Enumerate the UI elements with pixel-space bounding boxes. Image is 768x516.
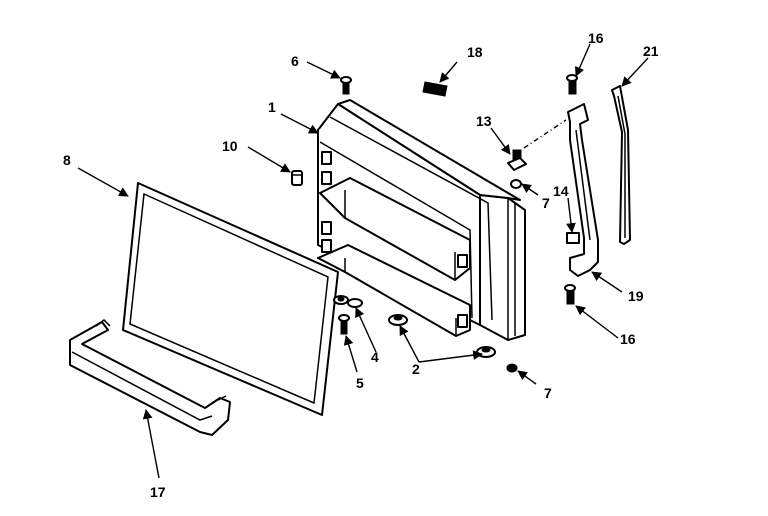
callout-6: 6: [291, 53, 299, 69]
callout-16-lower: 16: [620, 331, 636, 347]
callout-17: 17: [150, 484, 166, 500]
door-handle: [611, 85, 631, 245]
callout-8: 8: [63, 152, 71, 168]
callout-18: 18: [467, 44, 483, 60]
callout-16-upper: 16: [588, 30, 604, 46]
callout-1: 1: [268, 99, 276, 115]
hinge-pin: [507, 149, 527, 189]
callout-7-lower: 7: [544, 385, 552, 401]
callout-10: 10: [222, 138, 238, 154]
door-gasket: [122, 182, 339, 416]
door-stops: [388, 314, 496, 358]
hinge-bracket: [566, 103, 599, 277]
hinge-screw-top: [566, 74, 578, 95]
washer-screw: [333, 295, 363, 335]
door-shelf: [69, 319, 231, 436]
callout-13: 13: [476, 113, 492, 129]
callout-14: 14: [553, 183, 569, 199]
bottom-cap: [506, 363, 518, 373]
callout-19: 19: [628, 288, 644, 304]
callout-7-upper: 7: [542, 195, 550, 211]
callout-21: 21: [643, 43, 659, 59]
screw-top: [340, 76, 352, 95]
callout-2: 2: [412, 361, 420, 377]
callout-labels: 1 2 4 5 6 7 7 8 10 13 14 16 16 17 18 19 …: [63, 30, 659, 500]
leader-lines: [77, 43, 649, 479]
callout-5: 5: [356, 375, 364, 391]
door-panel: [317, 99, 526, 341]
callout-4: 4: [371, 349, 379, 365]
plug: [291, 170, 303, 186]
nameplate: [422, 81, 448, 97]
hinge-screw-bottom: [564, 284, 576, 305]
